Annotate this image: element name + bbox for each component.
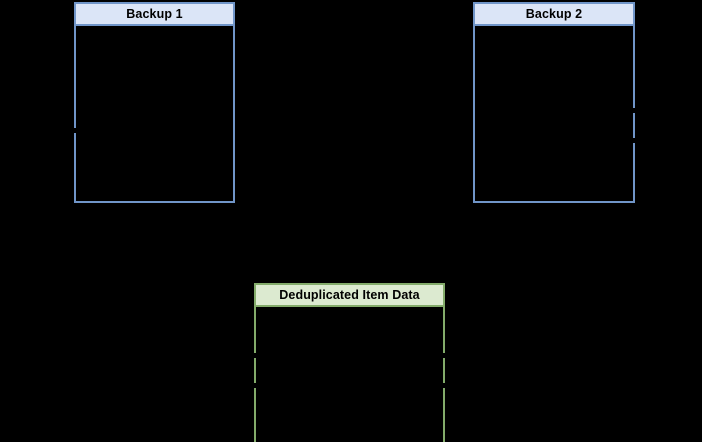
node-dedup-port-right-upper — [442, 353, 446, 358]
node-backup-2-title: Backup 2 — [475, 4, 633, 26]
node-deduplicated-item-data[interactable]: Deduplicated Item Data — [253, 283, 446, 442]
node-dedup-port-left-lower — [253, 383, 257, 388]
node-backup-2-body — [475, 26, 633, 201]
node-backup-2-port-right-lower — [632, 138, 636, 143]
node-dedup-port-right-lower — [442, 383, 446, 388]
node-backup-1-body — [76, 26, 233, 201]
node-backup-1-title: Backup 1 — [76, 4, 233, 26]
node-backup-2-port-right-upper — [632, 108, 636, 113]
node-backup-1[interactable]: Backup 1 — [73, 2, 235, 203]
node-deduplicated-item-data-title: Deduplicated Item Data — [256, 285, 443, 307]
node-dedup-port-left-upper — [253, 353, 257, 358]
node-deduplicated-item-data-body — [256, 307, 443, 442]
node-backup-1-port-left — [73, 128, 77, 133]
node-backup-2[interactable]: Backup 2 — [473, 2, 636, 203]
